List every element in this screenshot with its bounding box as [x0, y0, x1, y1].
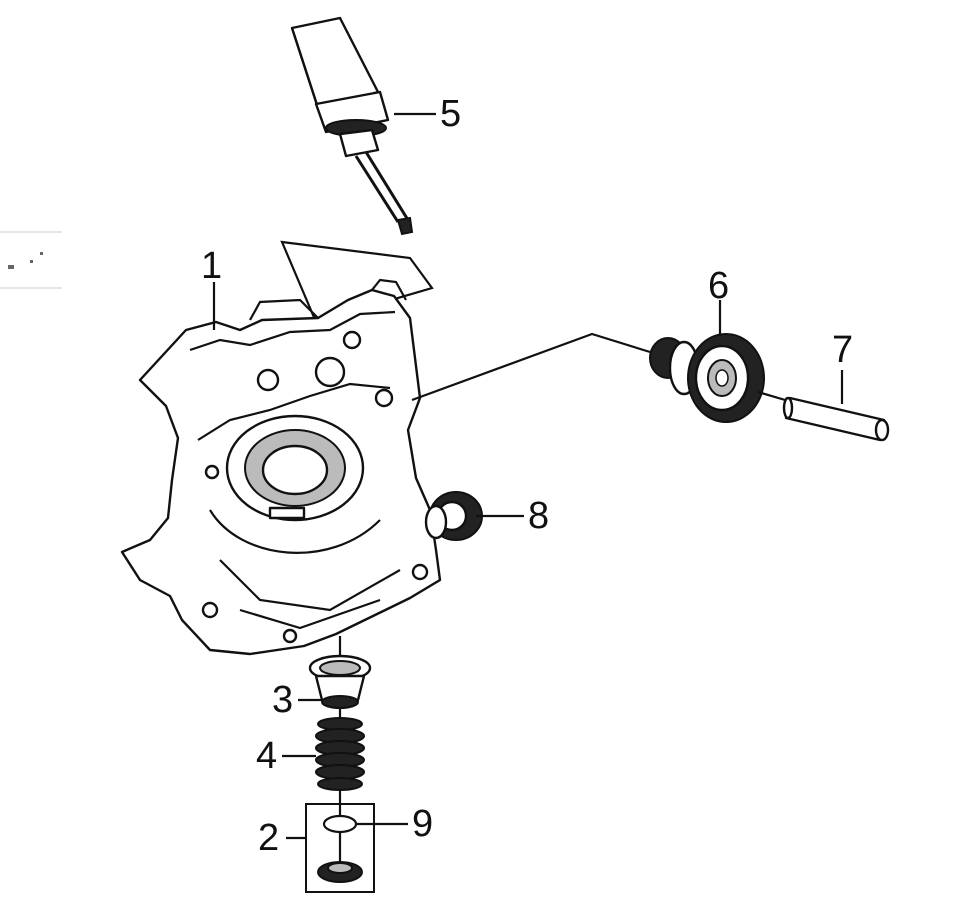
edge-artifact	[0, 231, 62, 289]
part-1-crankcase	[120, 278, 442, 656]
assembly-line-6	[411, 332, 651, 402]
part-9-o-ring	[322, 814, 358, 834]
leader-lines	[212, 112, 844, 840]
callout-3: 3	[272, 679, 293, 721]
part-7-shaft	[782, 396, 890, 442]
part-5-dipstick	[290, 16, 414, 236]
part-2-kit-box	[305, 803, 375, 893]
dipstick-guide-lines	[280, 240, 434, 324]
part-4-spring	[315, 717, 365, 791]
callout-4: 4	[256, 735, 277, 777]
callout-8: 8	[528, 495, 549, 537]
callout-9: 9	[412, 803, 433, 845]
part-6-gear	[649, 333, 765, 423]
part-8-oil-seal	[424, 491, 483, 541]
callout-2: 2	[258, 817, 279, 859]
part-3-plug	[308, 654, 372, 709]
callout-7: 7	[832, 329, 853, 371]
callout-6: 6	[708, 265, 729, 307]
callout-5: 5	[440, 93, 461, 135]
callout-1: 1	[201, 245, 222, 287]
